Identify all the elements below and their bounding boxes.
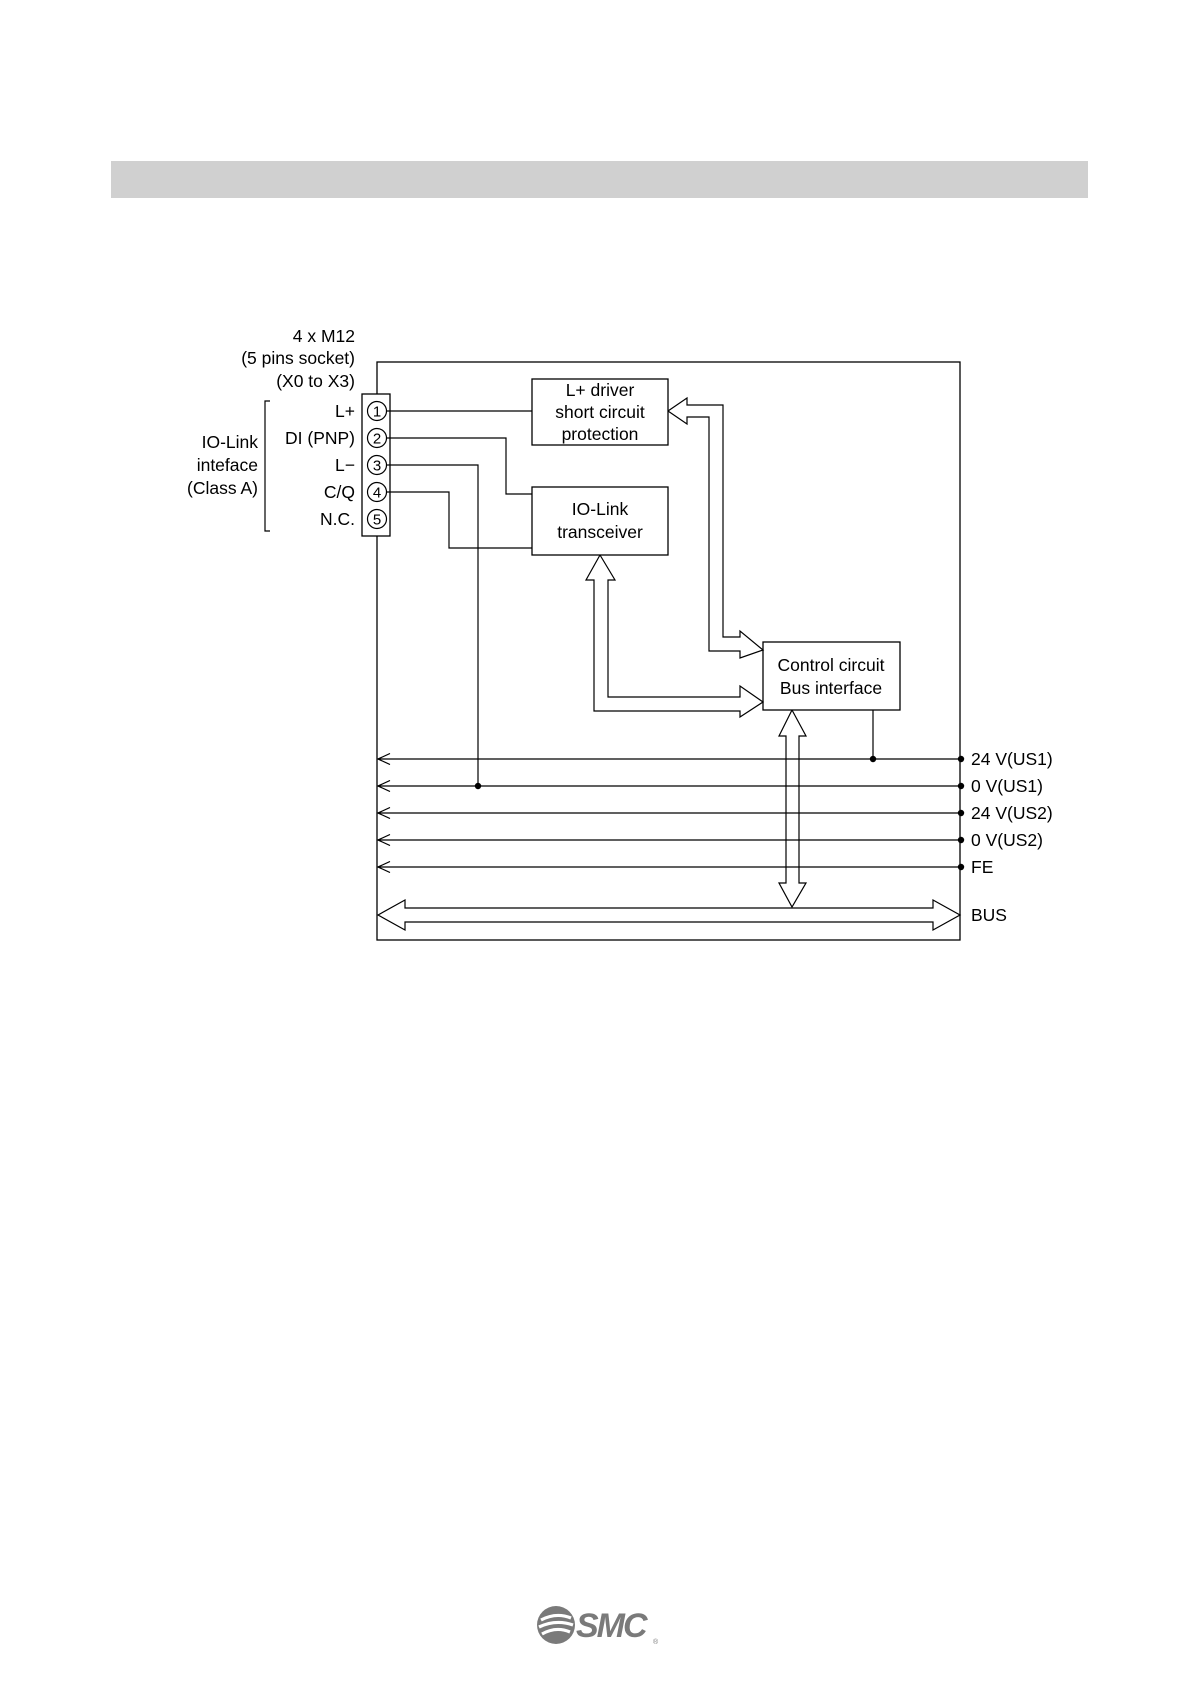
svg-text:protection: protection xyxy=(562,424,639,444)
svg-text:3: 3 xyxy=(373,458,381,475)
pin-2-label: DI (PNP) xyxy=(285,428,355,448)
pin-5: 5 N.C. xyxy=(320,509,387,529)
pin-2: 2 DI (PNP) xyxy=(285,428,387,448)
svg-text:Control circuit: Control circuit xyxy=(778,655,885,675)
rail-label-0v-us1: 0 V(US1) xyxy=(971,776,1043,796)
interface-label-line-1: IO-Link xyxy=(202,432,259,452)
svg-text:short circuit: short circuit xyxy=(555,402,645,422)
svg-text:1: 1 xyxy=(373,404,381,421)
interface-label-line-2: inteface xyxy=(197,455,258,475)
svg-text:transceiver: transceiver xyxy=(557,522,643,542)
control-bus-arrow xyxy=(779,710,806,907)
pin-4-label: C/Q xyxy=(324,482,355,502)
connector-title: 4 x M12 xyxy=(293,326,355,346)
smc-logo-emblem xyxy=(537,1606,575,1644)
control-block: Control circuit Bus interface xyxy=(763,642,900,710)
driver-control-arrow xyxy=(668,398,763,658)
connector-range: (X0 to X3) xyxy=(276,371,355,391)
rail-label-24v-us1: 24 V(US1) xyxy=(971,749,1053,769)
driver-block: L+ driver short circuit protection xyxy=(532,379,668,445)
pin-1: 1 L+ xyxy=(335,401,386,421)
transceiver-block: IO-Link transceiver xyxy=(532,487,668,555)
interface-bracket xyxy=(265,401,270,531)
smc-logo: SMC ® xyxy=(535,1600,665,1650)
rail-label-24v-us2: 24 V(US2) xyxy=(971,803,1053,823)
svg-text:2: 2 xyxy=(373,431,381,448)
pin-4: 4 C/Q xyxy=(324,482,387,502)
svg-text:L+ driver: L+ driver xyxy=(566,380,635,400)
interface-label-line-3: (Class A) xyxy=(187,478,258,498)
svg-text:5: 5 xyxy=(373,512,381,529)
pin-wiring xyxy=(387,411,533,786)
pin-1-label: L+ xyxy=(335,401,355,421)
bus-label: BUS xyxy=(971,905,1007,925)
smc-logo-wordmark: SMC xyxy=(576,1607,648,1645)
rail-label-fe: FE xyxy=(971,857,993,877)
svg-text:®: ® xyxy=(653,1638,659,1646)
pin-3: 3 L− xyxy=(335,455,386,475)
power-rails xyxy=(378,710,961,867)
svg-text:Bus interface: Bus interface xyxy=(780,678,882,698)
bus-arrow xyxy=(378,900,960,930)
pin-3-label: L− xyxy=(335,455,355,475)
transceiver-control-arrow xyxy=(586,555,763,717)
svg-text:4: 4 xyxy=(373,485,381,502)
rail-label-0v-us2: 0 V(US2) xyxy=(971,830,1043,850)
svg-text:IO-Link: IO-Link xyxy=(572,499,629,519)
connector-subtitle: (5 pins socket) xyxy=(241,348,355,368)
pin-5-label: N.C. xyxy=(320,509,355,529)
